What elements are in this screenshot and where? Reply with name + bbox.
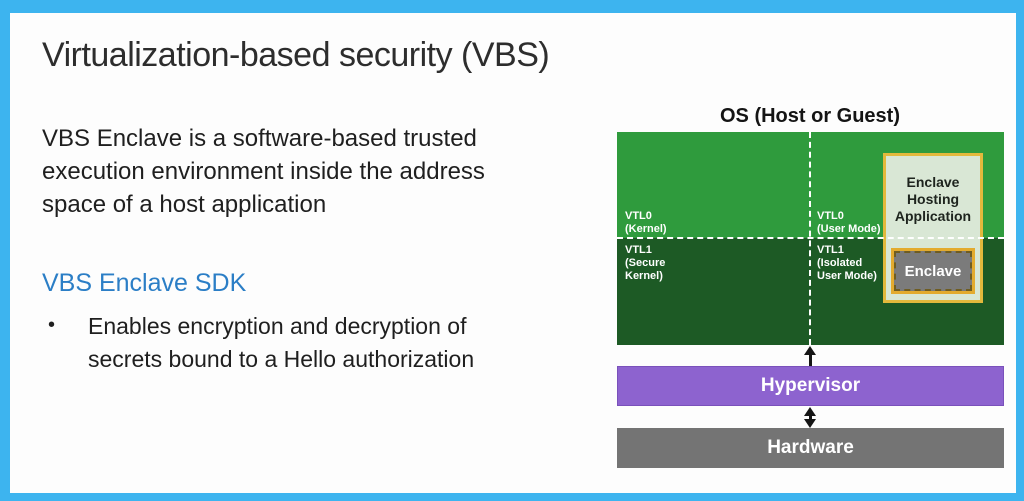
sdk-heading: VBS Enclave SDK [42, 269, 247, 297]
label-vtl1-isolated-user-mode: VTL1 (Isolated User Mode) [817, 244, 877, 282]
label-vtl0-kernel: VTL0 (Kernel) [625, 210, 667, 235]
bullet-text: Enables encryption and decryption of sec… [88, 313, 475, 372]
enclave-box: Enclave [891, 248, 975, 294]
intro-text: VBS Enclave is a software-based trusted … [42, 125, 485, 218]
hypervisor-bar: Hypervisor [617, 366, 1004, 406]
bullet-icon: • [48, 314, 56, 336]
label-vtl0-user-mode: VTL0 (User Mode) [817, 210, 881, 235]
up-arrow-icon [804, 346, 817, 366]
double-arrow-icon [804, 407, 817, 428]
enclave-hosting-application-label: Enclave Hosting Application [894, 174, 972, 224]
diagram-os-title: OS (Host or Guest) [719, 105, 900, 127]
label-vtl1-secure-kernel: VTL1 (Secure Kernel) [625, 244, 666, 282]
sdk-bullet-item: • Enables encryption and decryption of s… [48, 310, 474, 376]
hardware-bar: Hardware [617, 428, 1004, 468]
enclave-label: Enclave [894, 251, 972, 291]
page-title: Virtualization-based security (VBS) [42, 36, 550, 74]
vtl0-vtl1-divider-line [617, 237, 1004, 239]
